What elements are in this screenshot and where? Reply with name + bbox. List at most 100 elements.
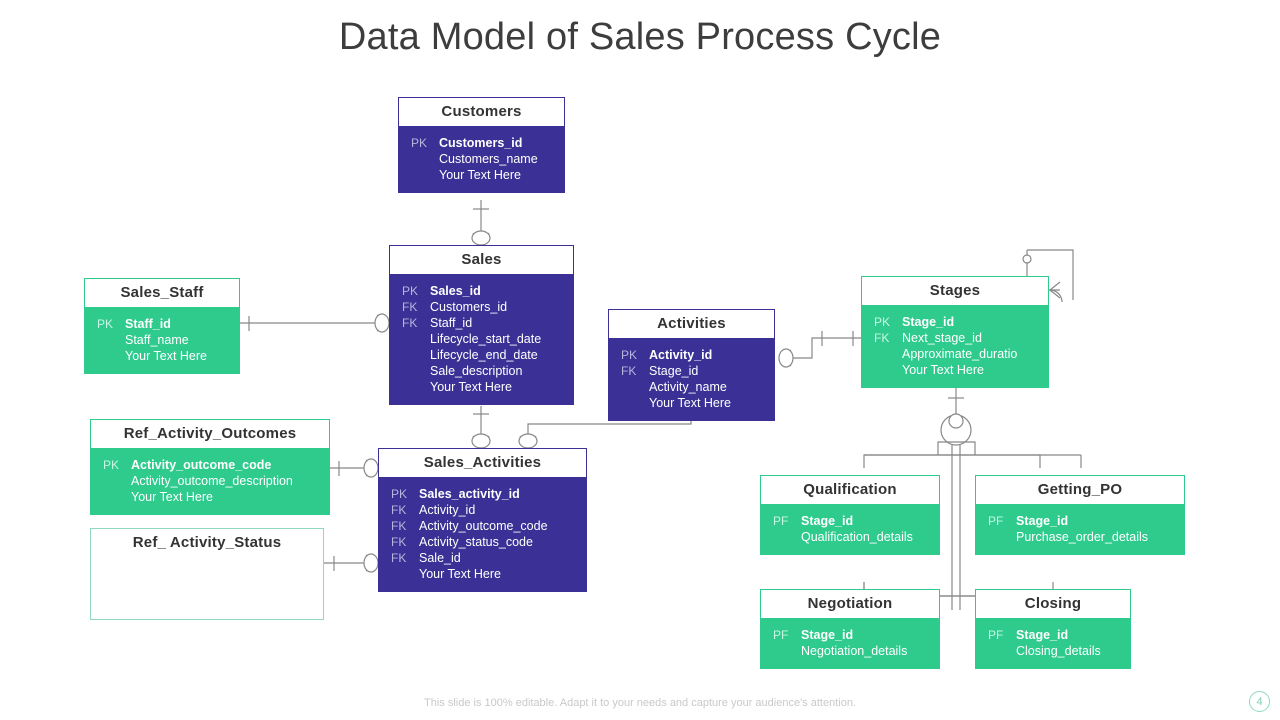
field-name: Stage_id bbox=[801, 628, 854, 642]
entity-field-row: Lifecycle_end_date bbox=[396, 347, 567, 363]
entity-sales-activities-title: Sales_Activities bbox=[378, 448, 587, 477]
field-name: Your Text Here bbox=[439, 168, 521, 182]
field-key-marker: PK bbox=[97, 317, 114, 331]
field-name: Negotiation_details bbox=[801, 644, 908, 658]
entity-field-row: Your Text Here bbox=[396, 379, 567, 395]
entity-field-row: Activity_name bbox=[615, 379, 768, 395]
field-name: Stage_id bbox=[801, 514, 854, 528]
page-number-badge: 4 bbox=[1249, 691, 1270, 712]
field-name: Stage_id bbox=[1016, 514, 1069, 528]
entity-field-row: Your Text Here bbox=[385, 566, 580, 582]
field-name: Qualification_details bbox=[801, 530, 913, 544]
entity-field-row: Closing_details bbox=[982, 643, 1124, 659]
entity-stages-title: Stages bbox=[861, 276, 1049, 305]
field-name: Next_stage_id bbox=[902, 331, 982, 345]
field-name: Activity_status_code bbox=[419, 535, 533, 549]
field-name: Stage_id bbox=[649, 364, 699, 378]
entity-field-row: FK Next_stage_id bbox=[868, 330, 1042, 346]
field-name: Your Text Here bbox=[430, 380, 512, 394]
entity-customers-title: Customers bbox=[398, 97, 565, 126]
field-key-marker: PK bbox=[103, 458, 120, 472]
field-name: Activity_outcome_code bbox=[419, 519, 548, 533]
field-name: Activity_outcome_code bbox=[131, 458, 272, 472]
field-name: Sale_id bbox=[419, 551, 461, 565]
field-key-marker: FK bbox=[402, 316, 418, 330]
entity-field-row: PF Stage_id bbox=[767, 627, 933, 643]
entity-field-row: Your Text Here bbox=[91, 348, 233, 364]
entity-field-row: Approximate_duratio bbox=[868, 346, 1042, 362]
field-name: Lifecycle_end_date bbox=[430, 348, 538, 362]
entity-field-row: Your Text Here bbox=[615, 395, 768, 411]
entity-negotiation-title: Negotiation bbox=[760, 589, 940, 618]
field-key-marker: FK bbox=[402, 300, 418, 314]
field-key-marker: PF bbox=[773, 628, 789, 642]
field-name: Sale_description bbox=[430, 364, 523, 378]
entity-field-row: Your Text Here bbox=[405, 167, 558, 183]
field-name: Activity_name bbox=[649, 380, 727, 394]
field-key-marker: PK bbox=[391, 487, 408, 501]
entity-qualification-title: Qualification bbox=[760, 475, 940, 504]
entity-field-row: Your Text Here bbox=[868, 362, 1042, 378]
field-key-marker: PK bbox=[402, 284, 419, 298]
entity-ref-activity-status-fields bbox=[91, 557, 323, 574]
entity-getting-po-title: Getting_PO bbox=[975, 475, 1185, 504]
field-name: Your Text Here bbox=[649, 396, 731, 410]
entity-field-row: Lifecycle_start_date bbox=[396, 331, 567, 347]
field-name: Activity_id bbox=[649, 348, 713, 362]
entity-field-row: FK Activity_outcome_code bbox=[385, 518, 580, 534]
entity-field-row: Customers_name bbox=[405, 151, 558, 167]
entity-field-row: Your Text Here bbox=[97, 489, 323, 505]
field-name: Customers_id bbox=[439, 136, 523, 150]
field-key-marker: FK bbox=[391, 519, 407, 533]
entity-ref-activity-status[interactable]: Ref_ Activity_Status bbox=[90, 528, 324, 620]
field-name: Closing_details bbox=[1016, 644, 1101, 658]
footer-note: This slide is 100% editable. Adapt it to… bbox=[424, 697, 856, 709]
field-name: Your Text Here bbox=[902, 363, 984, 377]
field-key-marker: FK bbox=[621, 364, 637, 378]
entity-closing-title: Closing bbox=[975, 589, 1131, 618]
entity-field-row: PK Activity_id bbox=[615, 347, 768, 363]
field-name: Your Text Here bbox=[419, 567, 501, 581]
field-key-marker: PK bbox=[621, 348, 638, 362]
field-name: Stage_id bbox=[902, 315, 955, 329]
field-key-marker: FK bbox=[874, 331, 890, 345]
field-name: Customers_id bbox=[430, 300, 508, 314]
field-name: Lifecycle_start_date bbox=[430, 332, 542, 346]
entity-field-row: Sale_description bbox=[396, 363, 567, 379]
entity-field-row: PK Activity_outcome_code bbox=[97, 457, 323, 473]
field-name: Your Text Here bbox=[125, 349, 207, 363]
field-name: Stage_id bbox=[1016, 628, 1069, 642]
